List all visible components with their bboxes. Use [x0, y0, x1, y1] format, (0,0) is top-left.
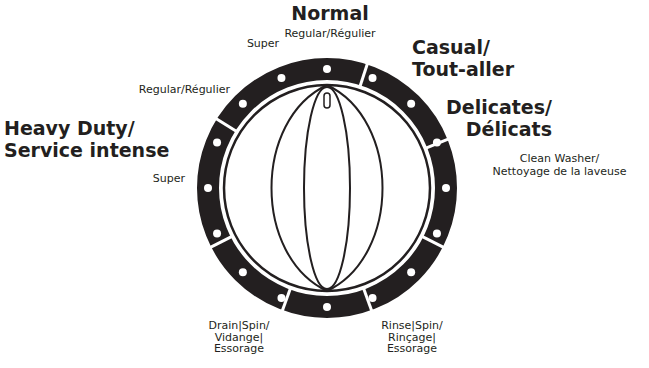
- cycle-label: Casual/ Tout-aller: [412, 37, 530, 81]
- ring-separator: [209, 236, 232, 248]
- dial-ring: [208, 69, 446, 307]
- setting-dot: [442, 184, 450, 192]
- setting-label: Super: [238, 37, 288, 50]
- ring-separator: [360, 62, 368, 87]
- cycle-label: Rinse|Spin/ Rinçage| Essorage: [378, 320, 446, 355]
- setting-dot: [407, 100, 415, 108]
- ring-separator: [421, 236, 444, 248]
- setting-dot: [323, 303, 331, 311]
- ring-separator: [425, 139, 449, 149]
- setting-dot: [239, 100, 247, 108]
- setting-label: Regular/Régulier: [270, 27, 390, 40]
- knob-grip: [272, 85, 383, 291]
- knob-indicator: [324, 93, 330, 108]
- setting-dot: [369, 294, 377, 302]
- cycle-label: Drain|Spin/ Vidange| Essorage: [205, 320, 273, 355]
- ring-separator: [215, 118, 237, 132]
- setting-dot: [213, 138, 221, 146]
- setting-dot: [277, 74, 285, 82]
- cycle-label: Normal: [250, 3, 410, 25]
- setting-dot: [239, 268, 247, 276]
- setting-dot: [369, 74, 377, 82]
- setting-dot: [213, 230, 221, 238]
- setting-dot: [277, 294, 285, 302]
- knob-center: [304, 87, 350, 289]
- knob-face: [224, 85, 430, 291]
- cycle-label: Heavy Duty/ Service intense: [4, 118, 184, 162]
- setting-dot: [433, 138, 441, 146]
- setting-label: Regular/Régulier: [120, 83, 230, 96]
- cycle-label: Clean Washer/ Nettoyage de la laveuse: [491, 152, 628, 178]
- setting-label: Super: [130, 172, 185, 185]
- ring-separators: [209, 62, 449, 312]
- setting-dot: [407, 268, 415, 276]
- setting-dot: [323, 65, 331, 73]
- setting-dot: [433, 230, 441, 238]
- setting-dots: [204, 65, 450, 311]
- setting-dot: [204, 184, 212, 192]
- cycle-label: Delicates/ Délicats: [432, 97, 552, 141]
